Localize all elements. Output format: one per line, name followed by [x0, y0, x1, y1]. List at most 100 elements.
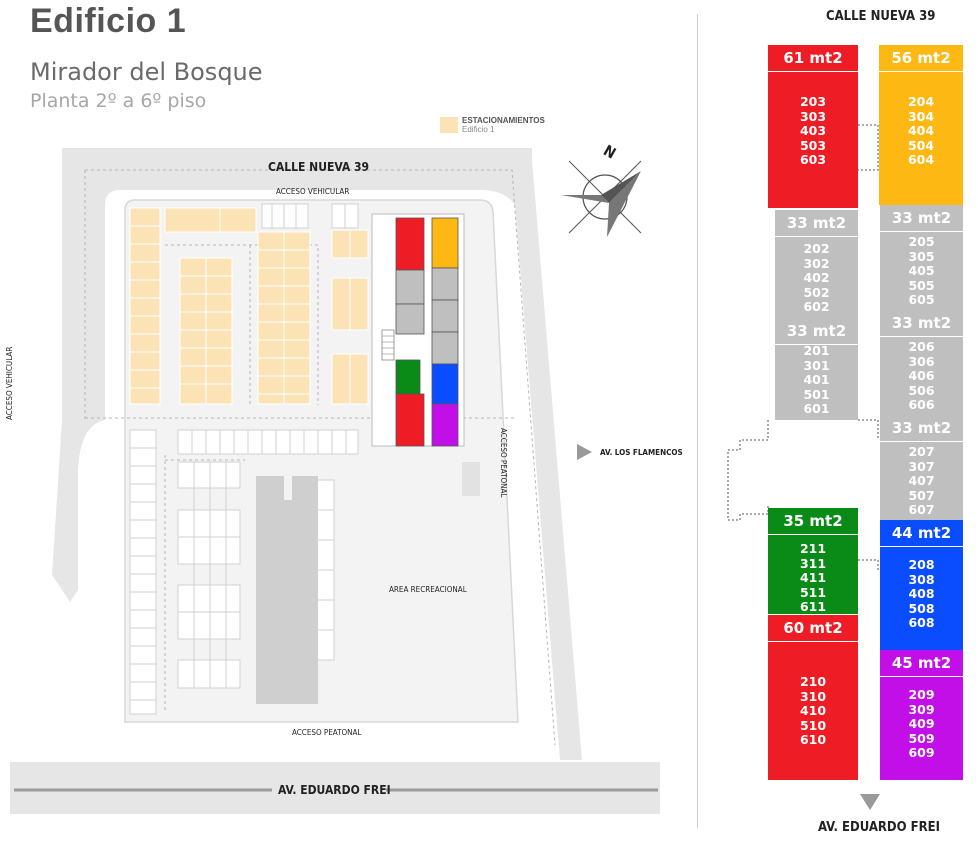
- unit-number: 510: [799, 717, 827, 733]
- parking-legend-label: ESTACIONAMIENTOS: [462, 116, 545, 125]
- unit-number: 206: [908, 339, 935, 354]
- site-map: [10, 148, 660, 814]
- unit-number: 308: [908, 571, 935, 587]
- compass-icon: [561, 160, 642, 237]
- unit-area-label: 56 mt2: [879, 45, 963, 72]
- project-name: Mirador del Bosque: [30, 58, 263, 86]
- unit-number: 302: [803, 255, 830, 271]
- unit-number: 408: [908, 586, 935, 602]
- building-1-units: [395, 217, 459, 447]
- unit-number: 211: [799, 541, 827, 556]
- unit-number: 204: [907, 94, 935, 109]
- unit-number: 411: [799, 570, 827, 586]
- unit-number: 305: [908, 248, 935, 264]
- plan-bottom-street: AV. EDUARDO FREI: [818, 820, 940, 835]
- parking-legend-sub: Edificio 1: [462, 125, 495, 134]
- unit-area-label: 33 mt2: [880, 310, 963, 337]
- avenue-band: [10, 762, 660, 814]
- map-acceso-peatonal-right: ACCESO PEATONAL: [499, 428, 508, 498]
- plan-outlines: [727, 124, 879, 570]
- unit-number: 210: [799, 674, 827, 689]
- map-av-frei: AV. EDUARDO FREI: [278, 783, 391, 797]
- unit-number: 611: [799, 599, 827, 615]
- unit-number: 509: [908, 730, 935, 746]
- unit-number: 205: [908, 234, 935, 249]
- map-acceso-vehicular-top: ACCESO VEHICULAR: [276, 187, 350, 196]
- unit-number: 404: [907, 123, 935, 139]
- unit-area-label: 45 mt2: [880, 650, 963, 677]
- unit-area-label: 33 mt2: [775, 210, 858, 237]
- arrow-down-icon: [860, 794, 880, 810]
- unit-area-label: 33 mt2: [880, 205, 963, 232]
- unit-number: 202: [803, 241, 830, 256]
- unit-number: 508: [908, 600, 935, 616]
- unit-number: 405: [908, 263, 935, 279]
- unit-number: 402: [803, 270, 830, 286]
- unit-number: 306: [908, 353, 935, 369]
- unit-number: 401: [803, 372, 830, 388]
- unit-number: 208: [908, 557, 935, 572]
- unit-number: 606: [908, 397, 935, 413]
- unit-number: 310: [799, 688, 827, 704]
- unit-number: 307: [908, 458, 935, 474]
- unit-area-label: 35 mt2: [768, 508, 858, 535]
- unit-number: 503: [799, 137, 827, 153]
- building-title: Edificio 1: [30, 2, 187, 40]
- unit-number: 607: [908, 502, 935, 518]
- plan-top-street: CALLE NUEVA 39: [826, 9, 936, 24]
- parking-legend-swatch: [440, 117, 458, 133]
- floors-label: Planta 2º a 6º piso: [30, 90, 207, 112]
- map-street-calle: CALLE NUEVA 39: [268, 160, 370, 174]
- unit-number: 311: [799, 555, 827, 571]
- unit-number: 507: [908, 487, 935, 503]
- unit-number: 604: [907, 152, 935, 168]
- unit-number: 201: [803, 343, 830, 358]
- unit-number: 602: [803, 299, 830, 315]
- unit-area-label: 61 mt2: [768, 45, 858, 72]
- map-area-recreacional: AREA RECREACIONAL: [389, 585, 467, 594]
- perimeter-road: [52, 148, 582, 760]
- unit-number: 511: [799, 584, 827, 600]
- arrow-right-icon: [577, 444, 592, 460]
- unit-number: 407: [908, 473, 935, 489]
- unit-number: 410: [799, 703, 827, 719]
- unit-number: 303: [799, 108, 827, 124]
- unit-number: 309: [908, 701, 935, 717]
- unit-number: 608: [908, 615, 935, 631]
- parking-stalls: [130, 225, 351, 404]
- unit-number: 609: [908, 745, 935, 761]
- unit-number: 502: [803, 284, 830, 300]
- building-2: [256, 476, 318, 704]
- unit-area-label: 44 mt2: [880, 520, 963, 547]
- unit-number: 610: [799, 732, 827, 748]
- unit-number: 601: [803, 401, 830, 417]
- unit-number: 304: [907, 108, 935, 124]
- unit-area-label: 33 mt2: [775, 318, 858, 345]
- section-divider: [697, 14, 698, 828]
- unit-number: 605: [908, 292, 935, 308]
- map-av-flamencos: AV. LOS FLAMENCOS: [600, 448, 683, 457]
- unit-number: 203: [799, 94, 827, 109]
- unit-area-label: 33 mt2: [880, 415, 963, 442]
- unit-number: 409: [908, 716, 935, 732]
- unit-number: 501: [803, 386, 830, 402]
- map-acceso-peatonal-bottom: ACCESO PEATONAL: [292, 728, 362, 737]
- unit-number: 406: [908, 368, 935, 384]
- map-acceso-vehicular-left: ACCESO VEHICULAR: [5, 346, 14, 420]
- unit-number: 207: [908, 444, 935, 459]
- unit-number: 403: [799, 123, 827, 139]
- unit-number: 603: [799, 152, 827, 168]
- unit-number: 505: [908, 277, 935, 293]
- unit-area-label: 60 mt2: [768, 615, 858, 642]
